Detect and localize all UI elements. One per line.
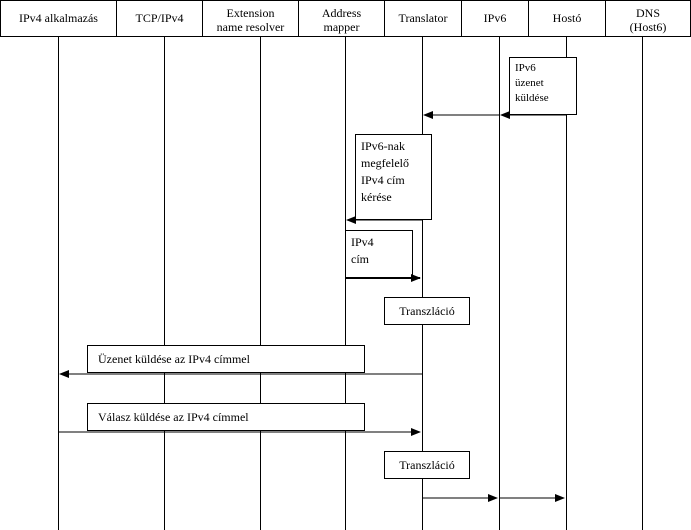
note-translation-2: Transzláció: [384, 451, 470, 479]
lifeline-ipv6: [499, 37, 500, 530]
note-line: megfelelő: [361, 156, 409, 170]
note-line: Válasz küldése az IPv4 címmel: [98, 410, 249, 424]
participant-dns-host6: DNS (Host6): [605, 0, 691, 37]
participant-label: Hostó: [552, 11, 582, 25]
note-send-message-ipv4: Üzenet küldése az IPv4 címmel: [87, 345, 365, 373]
participant-label: (Host6): [629, 20, 667, 34]
participant-tcp-ipv4: TCP/IPv4: [116, 0, 203, 37]
participant-ipv4-app: IPv4 alkalmazás: [0, 0, 117, 37]
note-line: kérése: [361, 190, 392, 204]
lifeline-extension-name-resolver: [260, 37, 261, 530]
participant-extension-name-resolver: Extension name resolver: [202, 0, 299, 37]
lifeline-dns: [642, 37, 643, 530]
participant-label: mapper: [323, 20, 360, 34]
note-line: Transzláció: [399, 457, 455, 472]
note-line: küldése: [515, 92, 549, 104]
participant-label: Extension: [226, 6, 275, 20]
note-line: üzenet: [515, 77, 544, 89]
note-request-ipv4-address: IPv6-nak megfelelő IPv4 cím kérése: [355, 134, 432, 220]
note-line: IPv6-nak: [361, 139, 405, 153]
note-translation-1: Transzláció: [384, 297, 470, 325]
participant-label: name resolver: [216, 20, 285, 34]
lifeline-translator: [422, 37, 423, 530]
lifeline-host6: [566, 37, 567, 530]
participant-label: DNS: [635, 6, 660, 20]
participant-ipv6: IPv6: [461, 0, 529, 37]
note-line: IPv4 cím: [361, 173, 405, 187]
note-line: IPv6: [515, 62, 536, 74]
lifeline-tcp-ipv4: [164, 37, 165, 530]
lifeline-address-mapper: [345, 37, 346, 530]
note-line: IPv4: [351, 235, 374, 249]
participant-label: TCP/IPv4: [135, 11, 184, 25]
note-line: cím: [351, 252, 369, 266]
lifeline-ipv4-app: [58, 37, 59, 530]
note-reply-ipv4: Válasz küldése az IPv4 címmel: [87, 403, 365, 431]
participant-label: Address: [321, 6, 362, 20]
note-ipv6-message-send: IPv6 üzenet küldése: [509, 57, 577, 115]
note-ipv4-address: IPv4 cím: [345, 230, 413, 278]
note-line: Üzenet küldése az IPv4 címmel: [98, 352, 250, 366]
participant-address-mapper: Address mapper: [298, 0, 385, 37]
participant-label: Translator: [398, 11, 448, 25]
participant-host6: Hostó: [528, 0, 606, 37]
participant-translator: Translator: [384, 0, 462, 37]
participant-label: IPv6: [483, 11, 507, 25]
note-line: Transzláció: [399, 303, 455, 318]
participant-label: IPv4 alkalmazás: [19, 11, 98, 25]
